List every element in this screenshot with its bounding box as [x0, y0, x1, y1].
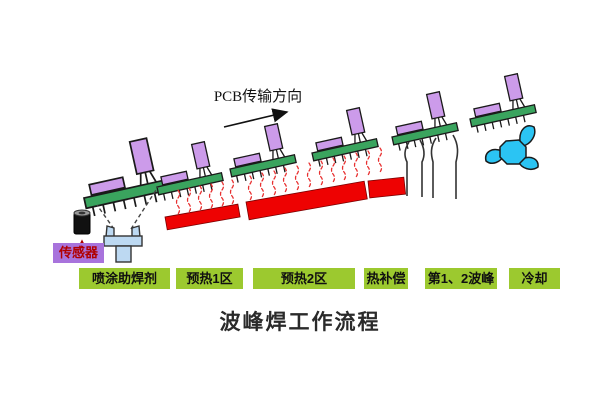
transport-direction-label: PCB传输方向	[213, 89, 303, 105]
stage-cooling: 冷却	[509, 268, 560, 289]
stage-wave-1-2: 第1、2波峰	[425, 268, 497, 289]
pcb-assembly-1	[73, 134, 175, 219]
flux-spray-cone	[96, 186, 159, 230]
sensor-label: 传感器	[53, 243, 104, 263]
stage-preheat-2: 预热2区	[253, 268, 355, 289]
transport-direction-arrow	[223, 108, 289, 128]
sensor-probe-icon	[73, 209, 91, 256]
preheat-zone1-heater	[164, 203, 241, 231]
pcb-assembly-6	[461, 70, 539, 135]
diagram-title: 波峰焊工作流程	[219, 311, 381, 334]
cooling-fan-icon	[484, 125, 539, 170]
stage-preheat-1: 预热1区	[176, 268, 243, 289]
stage-heat-compensation: 热补偿	[364, 268, 408, 289]
preheat-zone2-heater	[245, 180, 368, 221]
pcb-assembly-2	[148, 138, 226, 203]
stage-spray-flux: 喷涂助焊剂	[79, 268, 170, 289]
solder-wave-icon	[404, 134, 459, 199]
flux-nozzle-icon	[103, 225, 143, 263]
heat-compensation-heater	[367, 176, 407, 199]
pcb-assembly-5	[383, 88, 461, 153]
